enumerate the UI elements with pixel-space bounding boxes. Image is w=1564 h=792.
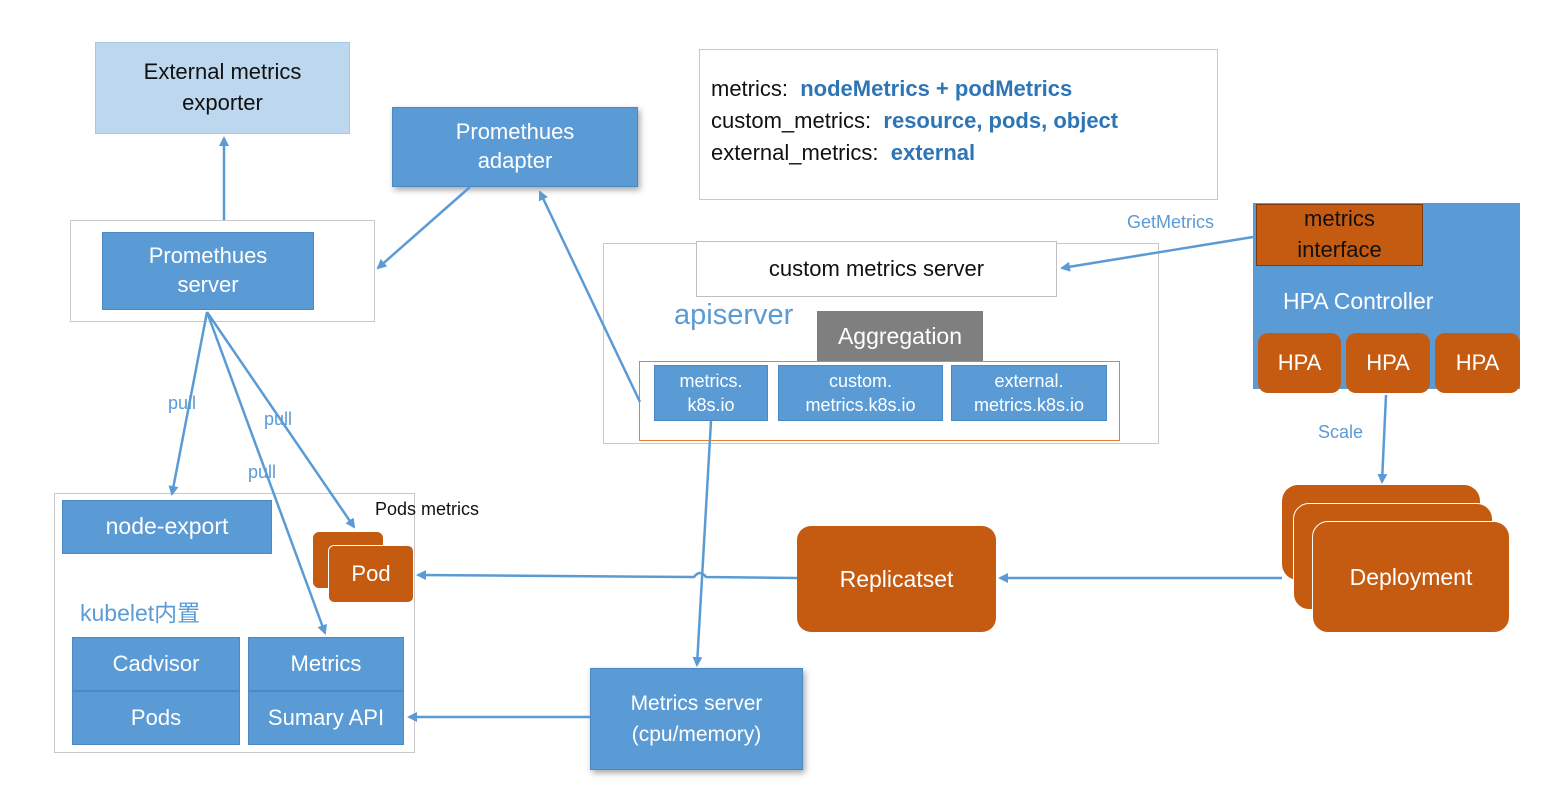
summary-api-cell: Sumary API [248, 691, 404, 745]
metrics-cell: Metrics [248, 637, 404, 691]
arrow-pull-node-export [168, 311, 209, 496]
deployment-box: Deployment [1312, 521, 1510, 633]
pod-box: Pod [328, 545, 414, 603]
hpa-item-2: HPA [1346, 333, 1430, 393]
kubelet-label: kubelet内置 [80, 600, 201, 626]
arrow-pull-metrics [205, 311, 327, 635]
apiserver-label: apiserver [674, 299, 794, 331]
get-metrics-label: GetMetrics [1127, 212, 1215, 232]
cadvisor-cell: Cadvisor [72, 637, 240, 691]
hpa-controller-label: HPA Controller [1283, 288, 1434, 314]
arrow-apigroup-to-adapter [538, 190, 642, 403]
hpa-item-1: HPA [1258, 333, 1341, 393]
arrow-scale [1377, 394, 1388, 484]
aggregation-box: Aggregation [817, 311, 983, 361]
prometheus-server-box: Promethues server [102, 232, 314, 310]
prometheus-adapter-box: Promethues adapter [392, 107, 638, 187]
scale-label: Scale [1318, 422, 1364, 442]
arrow-getmetrics [1060, 235, 1254, 272]
arrow-replicaset-to-pod [416, 570, 798, 581]
pods-metrics-label: Pods metrics [375, 499, 480, 519]
hpa-item-3: HPA [1435, 333, 1520, 393]
legend-line-external-metrics: external_metrics: external [711, 140, 976, 165]
custom-metrics-server-box: custom metrics server [696, 241, 1057, 297]
replicaset-box: Replicatset [797, 526, 996, 632]
node-export-box: node-export [62, 500, 272, 554]
metrics-interface-box: metrics interface [1256, 204, 1423, 266]
arrow-pull-pod [205, 311, 356, 529]
arrow-adapter-to-server [376, 186, 471, 270]
metrics-server-box: Metrics server (cpu/memory) [590, 668, 803, 770]
legend-line-custom-metrics: custom_metrics: resource, pods, object [711, 108, 1119, 133]
pull-label-3: pull [248, 462, 277, 482]
pods-cell: Pods [72, 691, 240, 745]
api-group-custom-metrics-k8s-io: custom. metrics.k8s.io [778, 365, 943, 421]
api-group-external-metrics-k8s-io: external. metrics.k8s.io [951, 365, 1107, 421]
external-metrics-exporter-box: External metrics exporter [95, 42, 350, 134]
metrics-legend: metrics: nodeMetrics + podMetrics custom… [699, 49, 1218, 200]
arrow-apigroup-to-metrics-server [692, 420, 713, 667]
api-group-metrics-k8s-io: metrics. k8s.io [654, 365, 768, 421]
legend-line-metrics: metrics: nodeMetrics + podMetrics [711, 76, 1073, 101]
